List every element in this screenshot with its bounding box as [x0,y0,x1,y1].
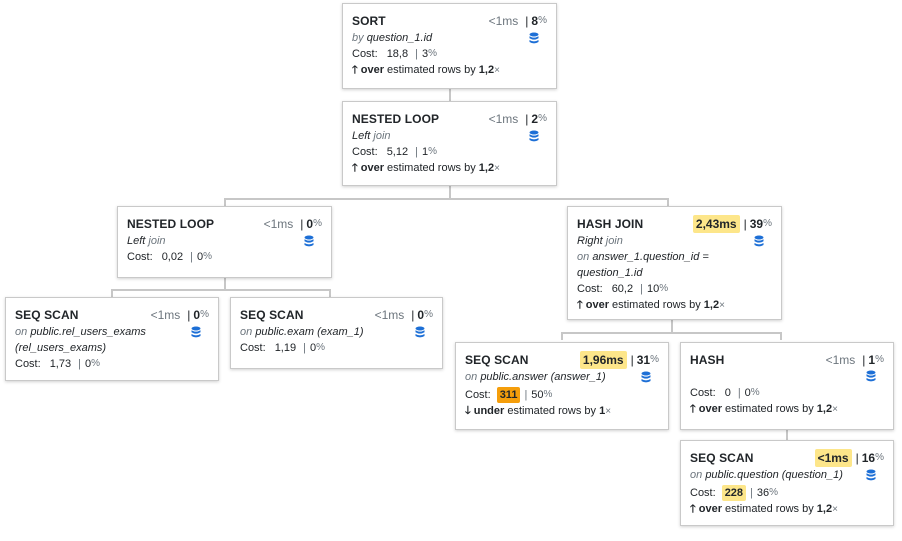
database-icon [866,469,876,481]
sort-key: question_1.id [366,32,433,44]
plan-node-sort[interactable]: SORT <1ms | 8% by question_1.id Cost: 18… [342,3,557,89]
join-type: Left [127,235,146,247]
node-cost: Cost: 1,19 | 0% [240,342,325,354]
node-percent: 2 [531,112,539,126]
relation-name: public.exam (exam_1) [255,326,364,338]
node-time: <1ms [150,308,181,322]
node-timing: <1ms | 2% [486,110,547,128]
node-cost: Cost: 1,73 | 0% [15,358,100,370]
plan-node-hash[interactable]: HASH <1ms | 1% Cost: 0 | 0% 🡑over estima… [680,342,894,430]
node-title: HASH [690,353,725,367]
node-cost: Cost: 228 | 36% [690,485,779,501]
database-icon [641,371,651,383]
node-title: SEQ SCAN [465,353,529,367]
node-cost: Cost: 60,2 | 10% [577,283,669,295]
database-icon [415,326,425,338]
plan-node-seq-scan-question[interactable]: SEQ SCAN <1ms | 16% on public.question (… [680,440,894,526]
node-estimate: 🡑over estimated rows by 1,2× [352,64,500,76]
node-estimate: 🡑over estimated rows by 1,2× [352,162,500,174]
plan-node-seq-scan-rel-users-exams[interactable]: SEQ SCAN <1ms | 0% on public.rel_users_e… [5,297,219,381]
plan-node-nested-loop-left[interactable]: NESTED LOOP <1ms | 0% Left join Cost: 0,… [117,206,332,278]
link-nestedloop-children [224,186,669,206]
arrow-up-icon: 🡑 [352,64,358,76]
node-percent: 16 [861,451,876,465]
node-time: 2,43ms [692,215,740,233]
arrow-up-icon: 🡑 [352,162,358,174]
database-icon [529,32,539,44]
node-cost: Cost: 311 | 50% [465,387,553,403]
node-timing: <1ms | 8% [486,12,547,30]
plan-node-seq-scan-exam[interactable]: SEQ SCAN <1ms | 0% on public.exam (exam_… [230,297,443,369]
arrow-up-icon: 🡑 [690,503,696,515]
node-title: SEQ SCAN [240,308,304,322]
node-percent: 8 [531,14,539,28]
relation-name: public.rel_users_exams [30,326,146,338]
node-title: SEQ SCAN [690,451,754,465]
node-title: SEQ SCAN [15,308,79,322]
node-title: NESTED LOOP [352,112,440,126]
join-type: Right [577,235,603,247]
node-time: <1ms [263,217,294,231]
node-title: SORT [352,14,386,28]
arrow-up-icon: 🡑 [577,299,583,311]
plan-node-seq-scan-answer[interactable]: SEQ SCAN 1,96ms | 31% on public.answer (… [455,342,669,430]
node-timing: <1ms | 1% [823,351,884,369]
relation-name: public.answer (answer_1) [480,371,606,383]
database-icon [191,326,201,338]
node-time: 1,96ms [579,351,627,369]
arrow-up-icon: 🡑 [690,403,696,415]
node-timing: 1,96ms | 31% [579,351,659,369]
database-icon [304,235,314,247]
node-estimate: 🡑over estimated rows by 1,2× [577,299,725,311]
node-time: <1ms [488,112,519,126]
node-percent: 31 [636,353,651,367]
join-condition: on answer_1.question_id = [577,251,709,263]
link-nestedloop-left-children [111,278,331,297]
link-hashjoin-children [561,320,782,340]
node-estimate: 🡓under estimated rows by 1× [465,405,612,417]
node-cost: Cost: 5,12 | 1% [352,146,437,158]
join-type: Left [352,130,371,142]
node-timing: <1ms | 16% [814,449,884,467]
relation-name: public.question (question_1) [705,469,843,481]
node-estimate: 🡑over estimated rows by 1,2× [690,403,838,415]
node-title: NESTED LOOP [127,217,215,231]
node-timing: <1ms | 0% [261,215,322,233]
node-time: <1ms [374,308,405,322]
node-title: HASH JOIN [577,217,644,231]
node-timing: <1ms | 0% [372,306,433,324]
node-percent: 0 [306,217,314,231]
node-time: <1ms [814,449,852,467]
node-percent: 0 [193,308,201,322]
arrow-down-icon: 🡓 [465,405,471,417]
database-icon [529,130,539,142]
plan-node-hash-join[interactable]: HASH JOIN 2,43ms | 39% Right join on ans… [567,206,782,320]
plan-node-nested-loop-top[interactable]: NESTED LOOP <1ms | 2% Left join Cost: 5,… [342,101,557,186]
node-timing: <1ms | 0% [148,306,209,324]
node-time: <1ms [825,353,856,367]
node-percent: 0 [417,308,425,322]
node-timing: 2,43ms | 39% [692,215,772,233]
node-time: <1ms [488,14,519,28]
node-percent: 1 [868,353,876,367]
node-cost: Cost: 0 | 0% [690,387,760,399]
database-icon [866,370,876,382]
node-cost: Cost: 18,8 | 3% [352,48,437,60]
node-cost: Cost: 0,02 | 0% [127,251,212,263]
database-icon [754,235,764,247]
node-percent: 39 [749,217,764,231]
node-estimate: 🡑over estimated rows by 1,2× [690,503,838,515]
